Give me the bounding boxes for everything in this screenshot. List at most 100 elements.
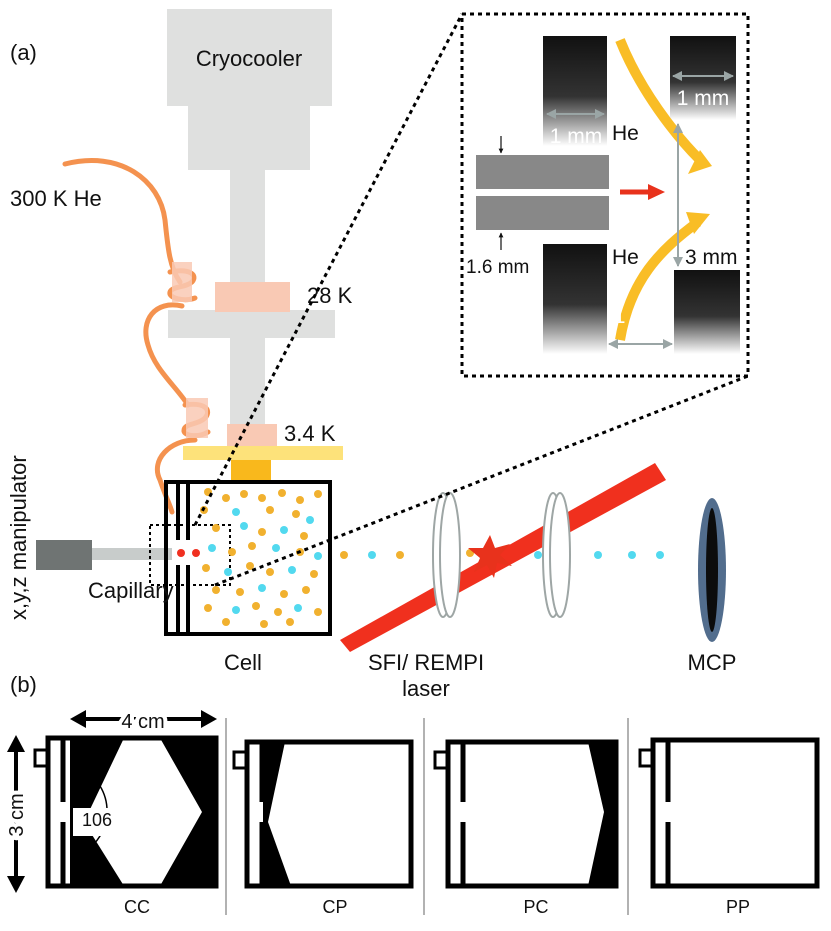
cell-particle bbox=[248, 542, 256, 550]
cell-particle bbox=[300, 532, 308, 540]
he-coil-2 bbox=[186, 398, 208, 438]
laser-label-line1: SFI/ REMPI bbox=[368, 650, 484, 675]
ionization-burst bbox=[468, 535, 512, 578]
inset bbox=[460, 12, 750, 378]
beam-particle bbox=[534, 551, 542, 559]
panel-b-label: (b) bbox=[10, 672, 37, 697]
inset-he-bottom: He bbox=[612, 246, 639, 269]
beam-particle bbox=[340, 551, 348, 559]
cell-particle bbox=[240, 522, 248, 530]
inset-plate-bottom bbox=[476, 196, 609, 230]
cell-particle bbox=[258, 528, 266, 536]
cell-cp bbox=[232, 739, 414, 889]
cell-particle bbox=[306, 516, 314, 524]
inset-plate-top bbox=[476, 155, 609, 189]
cell bbox=[149, 480, 332, 636]
cell-particle bbox=[294, 604, 302, 612]
beam-particle bbox=[594, 551, 602, 559]
cell-particle bbox=[266, 568, 274, 576]
stage1-plate bbox=[168, 310, 335, 338]
cell-particle bbox=[302, 586, 310, 594]
cell-particle bbox=[228, 548, 236, 556]
zoom-line-top bbox=[193, 13, 464, 526]
cell-particle bbox=[274, 608, 282, 616]
inset-dim-top-right: 1 mm bbox=[677, 87, 730, 110]
beam-particle bbox=[656, 551, 664, 559]
cell-particle bbox=[280, 526, 288, 534]
cell-particle bbox=[272, 544, 280, 552]
beam-particle bbox=[368, 551, 376, 559]
cell-cp-label: CP bbox=[322, 897, 347, 917]
cell-particle bbox=[204, 604, 212, 612]
capillary-label: Capillary bbox=[88, 578, 174, 603]
manipulator-body bbox=[36, 540, 92, 570]
electrode-ring-1 bbox=[432, 492, 461, 618]
cell-particle bbox=[260, 620, 268, 628]
cell-particle bbox=[258, 494, 266, 502]
inset-block-bottom-left bbox=[543, 244, 607, 354]
laser-label-line2: laser bbox=[402, 676, 450, 701]
cell-particle bbox=[278, 489, 286, 497]
cell-particle bbox=[252, 602, 260, 610]
cell-particle bbox=[286, 618, 294, 626]
cell-cc bbox=[33, 735, 219, 889]
inset-block-bottom-right bbox=[674, 270, 740, 354]
cell-particle bbox=[310, 570, 318, 578]
cell-particle bbox=[314, 608, 322, 616]
panel-a-label: (a) bbox=[10, 40, 37, 65]
mcp-label: MCP bbox=[688, 650, 737, 675]
cell-pp-label: PP bbox=[726, 897, 750, 917]
stage2-temp-label: 3.4 K bbox=[284, 421, 336, 446]
cell-label: Cell bbox=[224, 650, 262, 675]
cell-particle bbox=[208, 544, 216, 552]
cell-pc-label: PC bbox=[523, 897, 548, 917]
width-dim-label: 4 cm bbox=[121, 711, 164, 733]
cell-particle bbox=[224, 568, 232, 576]
cell-particle bbox=[246, 562, 254, 570]
cell-particle bbox=[232, 508, 240, 516]
inset-dim-bottom: 1 mm bbox=[614, 305, 667, 328]
flow-arrow-bottom bbox=[615, 217, 701, 341]
cell-particle bbox=[292, 510, 300, 518]
beam-particle bbox=[628, 551, 636, 559]
height-dim-label: 3 cm bbox=[6, 793, 28, 836]
manipulator-label: x,y,z manipulator bbox=[6, 455, 31, 620]
cell-particle bbox=[280, 590, 288, 598]
beam-particle bbox=[396, 551, 404, 559]
flow-arrow-top bbox=[615, 38, 704, 164]
stage2-thermal-link bbox=[227, 424, 277, 446]
capillary-tube bbox=[92, 548, 172, 560]
gold-block bbox=[231, 460, 271, 480]
laser-beam bbox=[340, 463, 666, 652]
cell-particle bbox=[314, 552, 322, 560]
inset-dim-vertical: 3 mm bbox=[685, 246, 738, 269]
cell-particle bbox=[296, 496, 304, 504]
cell-pc bbox=[433, 739, 619, 889]
cell-particle bbox=[258, 584, 266, 592]
inset-dim-top-left: 1 mm bbox=[550, 125, 603, 148]
cell-particle bbox=[212, 586, 220, 594]
cell-particle bbox=[288, 566, 296, 574]
stage1-thermal-link bbox=[215, 282, 290, 312]
cell-particle bbox=[202, 564, 210, 572]
cell-particle bbox=[236, 588, 244, 596]
cell-particle bbox=[240, 490, 248, 498]
cell-particle bbox=[222, 618, 230, 626]
mcp-detector bbox=[698, 498, 726, 642]
cell-dots bbox=[200, 488, 322, 628]
cell-particle bbox=[314, 490, 322, 498]
inset-dim-plate-gap: 1.6 mm bbox=[466, 257, 529, 278]
inset-block-top-left bbox=[543, 36, 607, 146]
cell-pp bbox=[638, 737, 820, 889]
cc-angle-label: 106 bbox=[82, 810, 112, 830]
cryocooler bbox=[167, 9, 343, 480]
cell-particle bbox=[222, 494, 230, 502]
inset-he-top: He bbox=[612, 122, 639, 145]
cell-particle bbox=[232, 606, 240, 614]
cell-particle bbox=[212, 524, 220, 532]
cell-particle bbox=[266, 506, 274, 514]
electrode-ring-2 bbox=[542, 492, 571, 618]
cryocooler-label: Cryocooler bbox=[196, 46, 302, 71]
he-coil-1 bbox=[172, 262, 192, 302]
